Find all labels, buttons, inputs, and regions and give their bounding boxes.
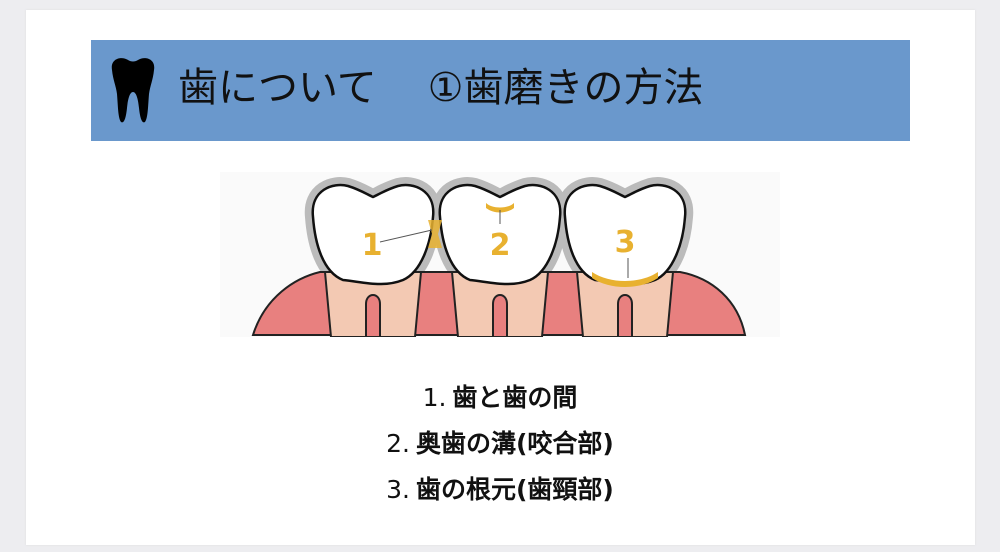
label-2: 2 xyxy=(490,228,511,263)
list-text: 奥歯の溝(咬合部) xyxy=(416,429,614,458)
tooth-crown xyxy=(311,183,435,286)
list-number: 3. xyxy=(386,475,410,504)
tooth-icon xyxy=(111,58,155,123)
title-subtopic: ①歯磨きの方法 xyxy=(427,65,704,111)
tooth-2 xyxy=(438,183,562,337)
root-canal xyxy=(365,294,381,337)
list-number: 1. xyxy=(422,383,447,412)
root-canal xyxy=(492,294,508,337)
title-banner xyxy=(91,40,910,141)
brushing-points-list: 1.歯と歯の間 2.奥歯の溝(咬合部) 3.歯の根元(歯頸部) xyxy=(330,375,670,513)
mark-occlusal xyxy=(486,203,514,213)
mark-cervical xyxy=(592,272,658,287)
label-1: 1 xyxy=(362,228,383,263)
list-item: 1.歯と歯の間 xyxy=(330,375,670,421)
list-text: 歯の根元(歯頸部) xyxy=(416,475,614,504)
marks xyxy=(428,203,658,287)
list-item: 3.歯の根元(歯頸部) xyxy=(330,467,670,513)
tooth-1 xyxy=(311,183,435,337)
root-canal xyxy=(617,294,633,337)
page-title: 歯について ①歯磨きの方法 xyxy=(178,60,704,116)
title-topic: 歯について xyxy=(178,65,377,111)
list-item: 2.奥歯の溝(咬合部) xyxy=(330,421,670,467)
tooth-crown xyxy=(438,183,562,286)
list-text: 歯と歯の間 xyxy=(452,383,578,412)
list-number: 2. xyxy=(386,429,410,458)
teeth-illustration: 1 2 3 xyxy=(220,172,780,337)
label-3: 3 xyxy=(615,225,636,260)
mark-interproximal xyxy=(428,220,442,248)
tooth-3 xyxy=(563,183,687,337)
